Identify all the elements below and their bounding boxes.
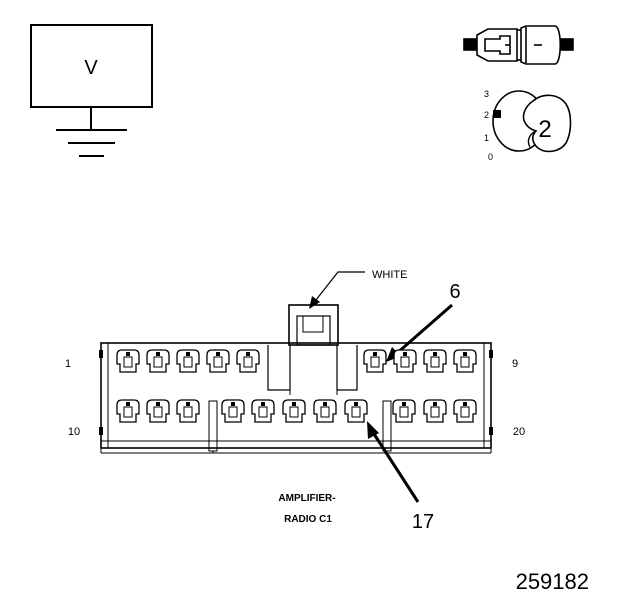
pin-callout-17: 17 — [412, 511, 434, 533]
pin-cavity-top-4 — [206, 349, 230, 373]
pin-cavity-bottom-8 — [344, 399, 368, 423]
switch-position-3: 3 — [484, 89, 489, 99]
pin-cavity-top-3 — [176, 349, 200, 373]
switch-position-0: 0 — [488, 152, 493, 162]
pin-cavity-bottom-7 — [313, 399, 337, 423]
pin-cavity-top-7 — [393, 349, 417, 373]
row-label-bottom-left: 10 — [68, 426, 80, 438]
row-label-top-left: 1 — [65, 358, 71, 370]
row-label-top-right: 9 — [512, 358, 518, 370]
pin-callout-6: 6 — [449, 281, 460, 303]
connector-body — [99, 304, 493, 454]
pin-cavity-bottom-2 — [146, 399, 170, 423]
pin-cavity-top-5 — [236, 349, 260, 373]
connector-name-line1: AMPLIFIER- — [278, 493, 335, 504]
connector-color-label: WHITE — [372, 269, 407, 281]
voltmeter-symbol: V — [30, 24, 153, 129]
pin-cavity-top-1 — [116, 349, 140, 373]
switch-selected-position: 2 — [538, 116, 551, 143]
pin-cavity-bottom-9 — [392, 399, 416, 423]
pin-cavity-bottom-5 — [251, 399, 275, 423]
pin-17-callout: 17 — [367, 421, 434, 533]
connector-name-line2: RADIO C1 — [284, 514, 332, 525]
pin-cavity-bottom-3 — [176, 399, 200, 423]
pin-cavity-bottom-4 — [221, 399, 245, 423]
pin-cavities — [116, 349, 477, 423]
pin-cavity-bottom-11 — [453, 399, 477, 423]
figure-number: 259182 — [516, 569, 589, 594]
pin-cavity-top-2 — [146, 349, 170, 373]
pin-cavity-bottom-10 — [423, 399, 447, 423]
pin-cavity-top-8 — [423, 349, 447, 373]
pin-cavity-top-9 — [453, 349, 477, 373]
switch-position-1: 1 — [484, 133, 489, 143]
white-callout: WHITE — [309, 269, 407, 309]
plug-connector-icon — [463, 25, 574, 65]
pin-cavity-bottom-6 — [282, 399, 306, 423]
switch-position-2: 2 — [484, 110, 489, 120]
pin-cavity-top-6 — [363, 349, 387, 373]
ground-icon — [56, 129, 127, 157]
rotary-switch-icon: 3 2 1 0 2 — [484, 89, 572, 162]
pin-cavity-bottom-1 — [116, 399, 140, 423]
row-label-bottom-right: 20 — [513, 426, 525, 438]
voltmeter-label: V — [84, 57, 98, 79]
